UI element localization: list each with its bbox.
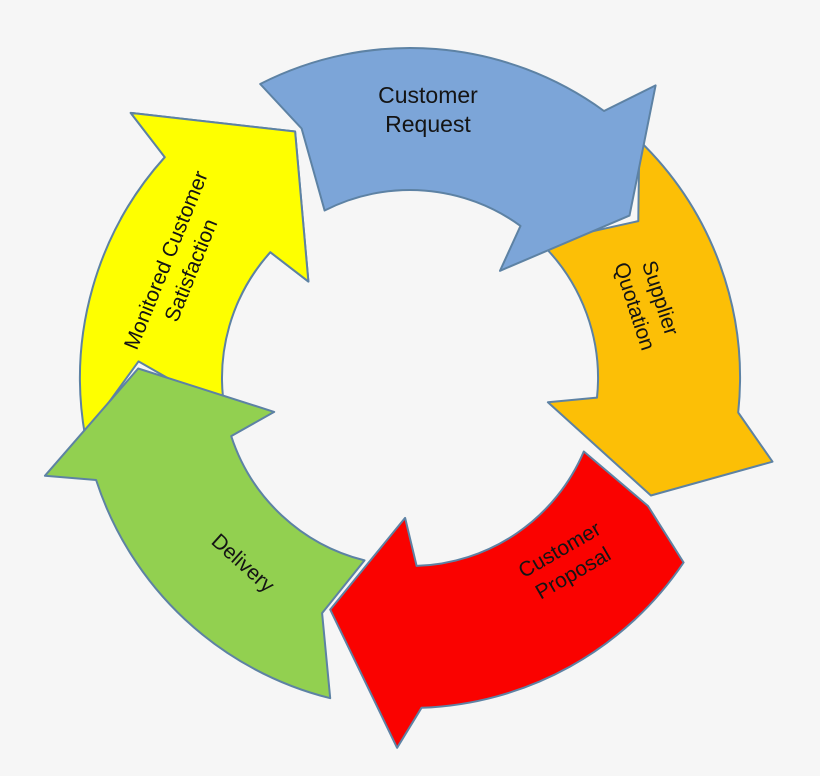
arrow-customer-request — [259, 47, 657, 272]
arrow-delivery — [43, 367, 366, 700]
arrow-customer-proposal — [329, 450, 685, 749]
label-customer-request-line1: Customer — [378, 82, 478, 108]
label-customer-request-line2: Request — [385, 111, 471, 137]
arrow-supplier-quotation — [539, 139, 774, 497]
